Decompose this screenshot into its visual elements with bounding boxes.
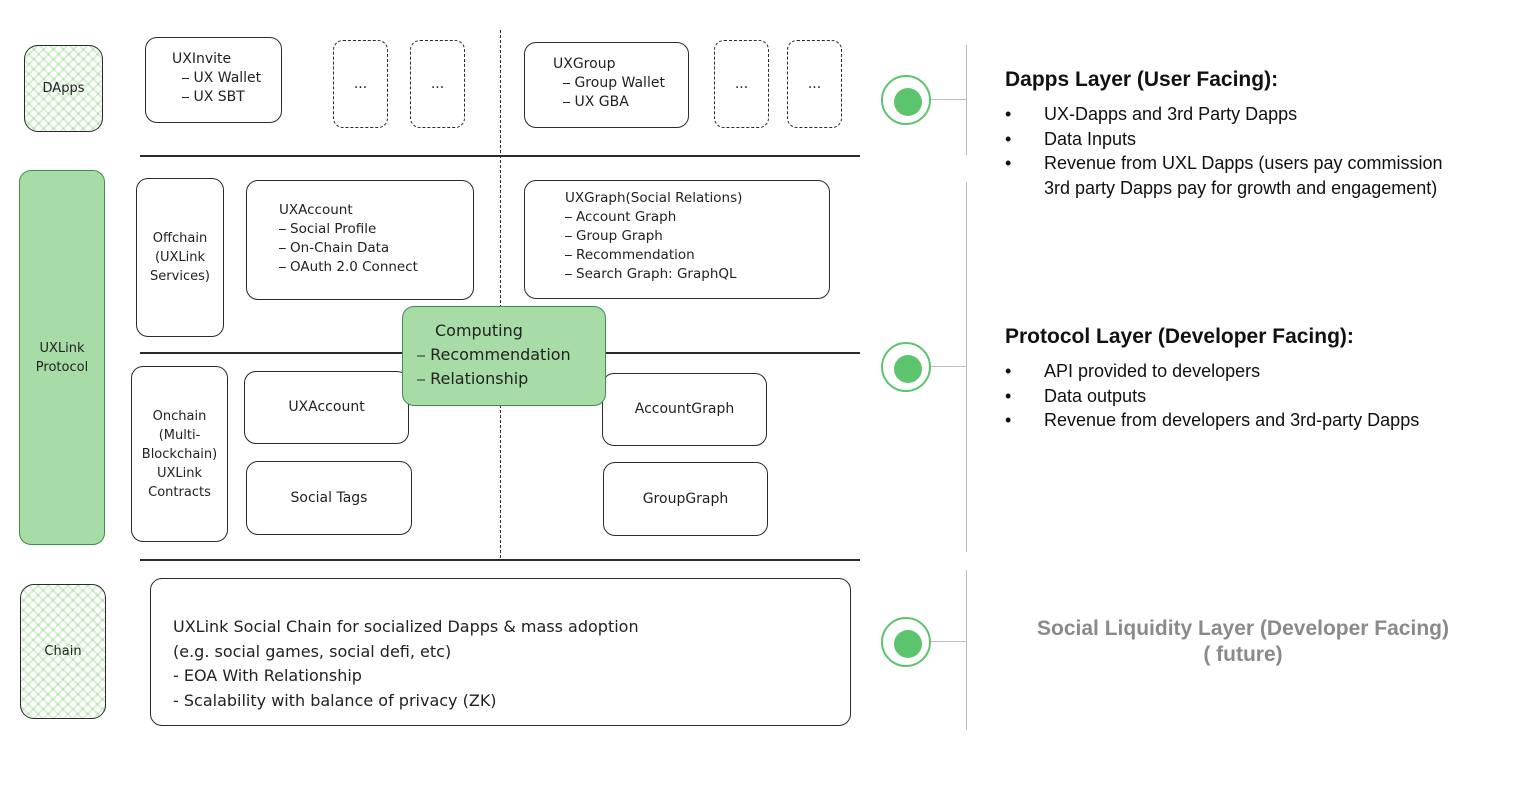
dapp-placeholder-box: ...: [714, 40, 769, 128]
protocol-layer-bullet: Data outputs: [1005, 384, 1525, 409]
dapp-placeholder-box: ...: [787, 40, 842, 128]
social-tags-box: Social Tags: [246, 461, 412, 535]
dapp-placeholder-box: ...: [410, 40, 465, 128]
chain-side-label-text: Chain: [44, 644, 82, 659]
social-tags-label: Social Tags: [290, 489, 368, 506]
dapps-side-label-text: DApps: [42, 81, 85, 96]
dapps-layer-bullet-line: 3rd party Dapps pay for growth and engag…: [1044, 177, 1438, 198]
social-chain-line: UXLink Social Chain for socialized Dapps…: [173, 617, 639, 636]
protocol-layer-bullets: API provided to developers Data outputs …: [1005, 359, 1525, 433]
computing-item-label: Relationship: [430, 369, 529, 388]
center-dashed-divider: [500, 30, 501, 558]
dapps-layer-bullets: UX-Dapps and 3rd Party Dapps Data Inputs…: [1005, 102, 1525, 200]
social-chain-line: - Scalability with balance of privacy (Z…: [173, 690, 497, 710]
node-connector: [931, 99, 966, 100]
uxgraph-title: UXGraph(Social Relations): [565, 190, 743, 206]
onchain-uxaccount-box: UXAccount: [244, 371, 409, 444]
dapps-layer-bullet: Revenue from UXL Dapps (users pay commis…: [1005, 151, 1525, 200]
timeline-bar: [966, 182, 967, 552]
computing-item: ⎯ Recommendation: [417, 345, 571, 364]
social-chain-line: - EOA With Relationship: [173, 666, 362, 685]
protocol-layer-bullet: Revenue from developers and 3rd-party Da…: [1005, 408, 1525, 433]
uxgraph-item-label: Recommendation: [576, 247, 695, 263]
social-chain-line: (e.g. social games, social defi, etc): [173, 641, 452, 661]
uxinvite-item-label: UX SBT: [193, 89, 245, 105]
placeholder-label: ...: [807, 75, 822, 92]
computing-title: Computing: [435, 321, 523, 340]
dapps-layer-title: Dapps Layer (User Facing):: [1005, 68, 1279, 91]
protocol-side-label-text: UXLink Protocol: [35, 340, 89, 375]
offchain-uxaccount-item: ⎯ Social Profile: [279, 221, 377, 237]
uxgroup-item: ⎯ Group Wallet: [563, 75, 665, 91]
uxgraph-item-label: Search Graph: GraphQL: [576, 266, 737, 282]
social-chain-box: UXLink Social Chain for socialized Dapps…: [150, 578, 851, 726]
dapps-layer-bullet: UX-Dapps and 3rd Party Dapps: [1005, 102, 1525, 127]
uxgroup-item-label: Group Wallet: [574, 75, 665, 91]
social-layer-section: Social Liquidity Layer (Developer Facing…: [1003, 617, 1483, 667]
dapps-layer-bullet-line: Revenue from UXL Dapps (users pay commis…: [1044, 153, 1443, 173]
offchain-uxaccount-item: ⎯ On-Chain Data: [279, 240, 390, 256]
divider-protocol-chain: [140, 559, 860, 561]
group-graph-label: GroupGraph: [642, 490, 729, 507]
computing-item-label: Recommendation: [430, 345, 571, 364]
placeholder-label: ...: [353, 75, 368, 92]
dapps-layer-node-icon: [881, 75, 931, 125]
dapps-layer-bullet: Data Inputs: [1005, 127, 1525, 152]
uxinvite-box: UXInvite ⎯ UX Wallet ⎯ UX SBT: [145, 37, 282, 123]
social-layer-subtitle: ( future): [1203, 643, 1283, 666]
computing-item: ⎯ Relationship: [417, 369, 529, 388]
offchain-uxaccount-item-label: On-Chain Data: [290, 240, 390, 256]
account-graph-label: AccountGraph: [634, 401, 735, 417]
uxgroup-title: UXGroup: [553, 56, 616, 72]
uxinvite-item: ⎯ UX SBT: [182, 89, 245, 105]
protocol-layer-bullet: API provided to developers: [1005, 359, 1525, 384]
offchain-uxaccount-item-label: OAuth 2.0 Connect: [290, 259, 418, 275]
uxgroup-box: UXGroup ⎯ Group Wallet ⎯ UX GBA: [524, 42, 689, 128]
protocol-layer-title: Protocol Layer (Developer Facing):: [1005, 325, 1354, 348]
protocol-layer-node-icon: [881, 342, 931, 392]
offchain-uxaccount-item-label: Social Profile: [290, 221, 377, 237]
uxgraph-item: ⎯ Recommendation: [565, 247, 695, 263]
uxinvite-item: ⎯ UX Wallet: [182, 70, 262, 86]
account-graph-box: AccountGraph: [602, 373, 767, 446]
group-graph-box: GroupGraph: [603, 462, 768, 536]
uxgraph-item: ⎯ Account Graph: [565, 209, 677, 225]
uxgraph-item-label: Account Graph: [576, 209, 677, 225]
placeholder-label: ...: [430, 75, 445, 92]
offchain-uxaccount-box: UXAccount ⎯ Social Profile ⎯ On-Chain Da…: [246, 180, 474, 300]
node-connector: [931, 641, 966, 642]
offchain-uxaccount-title: UXAccount: [279, 202, 353, 218]
social-layer-node-icon: [881, 617, 931, 667]
offchain-label-box: Offchain (UXLink Services): [136, 178, 224, 337]
uxinvite-title: UXInvite: [172, 51, 232, 67]
uxgraph-item: ⎯ Group Graph: [565, 228, 663, 244]
chain-side-label: Chain: [20, 584, 106, 719]
uxgraph-item: ⎯ Search Graph: GraphQL: [565, 266, 737, 282]
onchain-label: Onchain (Multi-Blockchain) UXLink Contra…: [141, 408, 218, 500]
uxgroup-item-label: UX GBA: [574, 94, 629, 110]
social-layer-title: Social Liquidity Layer (Developer Facing…: [1037, 617, 1449, 640]
timeline-bar: [966, 570, 967, 730]
uxgraph-box: UXGraph(Social Relations) ⎯ Account Grap…: [524, 180, 830, 299]
onchain-uxaccount-label: UXAccount: [288, 399, 365, 415]
node-connector: [931, 366, 966, 367]
uxinvite-item-label: UX Wallet: [193, 70, 262, 86]
timeline-bar: [966, 45, 967, 155]
offchain-uxaccount-item: ⎯ OAuth 2.0 Connect: [279, 259, 418, 275]
protocol-side-label: UXLink Protocol: [19, 170, 105, 545]
offchain-label: Offchain (UXLink Services): [150, 231, 210, 284]
placeholder-label: ...: [734, 75, 749, 92]
uxgroup-item: ⎯ UX GBA: [563, 94, 629, 110]
onchain-label-box: Onchain (Multi-Blockchain) UXLink Contra…: [131, 366, 228, 542]
uxgraph-item-label: Group Graph: [576, 228, 663, 244]
dapp-placeholder-box: ...: [333, 40, 388, 128]
protocol-layer-section: Protocol Layer (Developer Facing): API p…: [1005, 325, 1525, 433]
dapps-layer-section: Dapps Layer (User Facing): UX-Dapps and …: [1005, 68, 1525, 200]
computing-box: Computing ⎯ Recommendation ⎯ Relationshi…: [402, 306, 606, 406]
dapps-side-label: DApps: [24, 45, 103, 132]
